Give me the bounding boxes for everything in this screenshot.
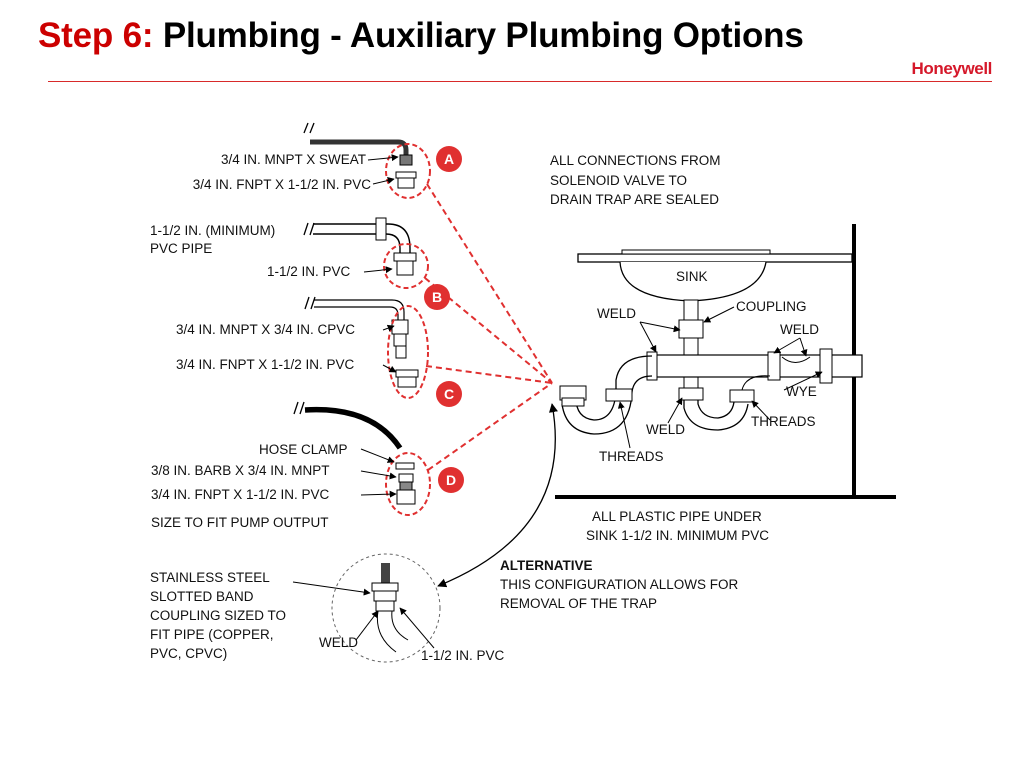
badge-c	[436, 381, 462, 407]
callout-ring-b	[383, 243, 429, 289]
sink-note-line3: DRAIN TRAP ARE SEALED	[550, 192, 719, 207]
sink-label: SINK	[676, 269, 708, 284]
option-c: C 3/4 IN. MNPT X 3/4 IN. CPVC 3/4 IN. FN…	[176, 296, 462, 407]
alternative-detail: ALTERNATIVE THIS CONFIGURATION ALLOWS FO…	[150, 403, 739, 663]
badge-b	[424, 284, 450, 310]
coupling	[678, 319, 704, 339]
copper-stub	[381, 563, 390, 587]
break-mark-icon	[304, 296, 316, 310]
band-label-line4: FIT PIPE (COPPER,	[150, 627, 274, 642]
label-weld-right: WELD	[780, 322, 819, 337]
label-d-fitting1: 3/8 IN. BARB X 3/4 IN. MNPT	[151, 463, 330, 478]
copper-pipe-a	[310, 139, 409, 158]
break-mark-icon	[293, 401, 305, 415]
floor-note-line2: SINK 1-1/2 IN. MINIMUM PVC	[586, 528, 769, 543]
label-alt-weld: WELD	[319, 635, 358, 650]
label-c-fitting1: 3/4 IN. MNPT X 3/4 IN. CPVC	[176, 322, 355, 337]
honeywell-logo: Honeywell	[911, 59, 993, 78]
label-b-pipe-line2: PVC PIPE	[150, 241, 212, 256]
band-coupling	[373, 590, 397, 602]
band-label-line1: STAINLESS STEEL	[150, 570, 270, 585]
sink-note-line1: ALL CONNECTIONS FROM	[550, 153, 721, 168]
sink-assembly: ALL CONNECTIONS FROM SOLENOID VALVE TO D…	[550, 153, 896, 543]
threads-right	[729, 389, 755, 403]
label-d-clamp: HOSE CLAMP	[259, 442, 348, 457]
badge-c-label: C	[444, 386, 454, 402]
barb-fitting-d	[399, 481, 413, 491]
fnpt-adapter-a	[395, 171, 417, 179]
option-d: D HOSE CLAMP 3/8 IN. BARB X 3/4 IN. MNPT…	[151, 401, 464, 530]
pvc-fitting-b	[393, 252, 417, 262]
countertop	[577, 253, 853, 263]
option-b: B 1-1/2 IN. (MINIMUM) PVC PIPE 1-1/2 IN.…	[150, 217, 450, 310]
label-threads-left: THREADS	[599, 449, 664, 464]
label-a-fitting2: 3/4 IN. FNPT X 1-1/2 IN. PVC	[193, 177, 372, 192]
sweat-adapter-a	[399, 154, 413, 166]
fnpt-adapter-c	[395, 369, 419, 378]
floor-note-line1: ALL PLASTIC PIPE UNDER	[592, 509, 762, 524]
callout-ring-d	[385, 452, 431, 516]
label-c-fitting2: 3/4 IN. FNPT X 1-1/2 IN. PVC	[176, 357, 355, 372]
option-a: A 3/4 IN. MNPT X SWEAT 3/4 IN. FNPT X 1-…	[193, 122, 462, 199]
title-text: Plumbing - Auxiliary Plumbing Options	[162, 16, 804, 55]
break-mark-icon	[303, 122, 315, 134]
alternative-text-line2: REMOVAL OF THE TRAP	[500, 596, 657, 611]
title-divider	[48, 81, 992, 82]
hose-d	[304, 406, 403, 450]
threads-left	[605, 388, 633, 402]
label-threads-right: THREADS	[751, 414, 816, 429]
sink-note-line2: SOLENOID VALVE TO	[550, 173, 687, 188]
band-label-line5: PVC, CPVC)	[150, 646, 227, 661]
callout-ring-a	[385, 143, 431, 199]
band-label-line3: COUPLING SIZED TO	[150, 608, 286, 623]
connector-lines	[424, 183, 553, 471]
band-label-line2: SLOTTED BAND	[150, 589, 254, 604]
slide-title: Step 6: Plumbing - Auxiliary Plumbing Op…	[38, 16, 804, 56]
callout-ring-c	[387, 305, 429, 399]
wye-fitting	[819, 348, 833, 384]
alternative-link-arrow	[437, 403, 558, 588]
label-wye: WYE	[786, 384, 817, 399]
alternative-heading: ALTERNATIVE	[500, 558, 593, 573]
badge-a-label: A	[444, 151, 454, 167]
detail-circle	[331, 553, 441, 663]
badge-d-label: D	[446, 472, 456, 488]
label-d-note: SIZE TO FIT PUMP OUTPUT	[151, 515, 329, 530]
hose-clamp-d	[395, 462, 415, 470]
label-d-fitting2: 3/4 IN. FNPT X 1-1/2 IN. PVC	[151, 487, 330, 502]
label-alt-pvc: 1-1/2 IN. PVC	[421, 648, 505, 663]
label-weld-left: WELD	[597, 306, 636, 321]
break-mark-icon	[303, 222, 315, 236]
label-b-pipe-line1: 1-1/2 IN. (MINIMUM)	[150, 223, 275, 238]
badge-a	[436, 146, 462, 172]
alternative-text-line1: THIS CONFIGURATION ALLOWS FOR	[500, 577, 739, 592]
label-weld-bottom: WELD	[646, 422, 685, 437]
floor	[555, 495, 896, 499]
step-label: Step 6:	[38, 16, 154, 55]
label-b-fitting1: 1-1/2 IN. PVC	[267, 264, 351, 279]
badge-b-label: B	[432, 289, 442, 305]
label-coupling: COUPLING	[736, 299, 807, 314]
label-a-fitting1: 3/4 IN. MNPT X SWEAT	[221, 152, 366, 167]
weld-joint-bottom	[678, 387, 704, 401]
cpvc-adapter-c	[391, 319, 409, 335]
